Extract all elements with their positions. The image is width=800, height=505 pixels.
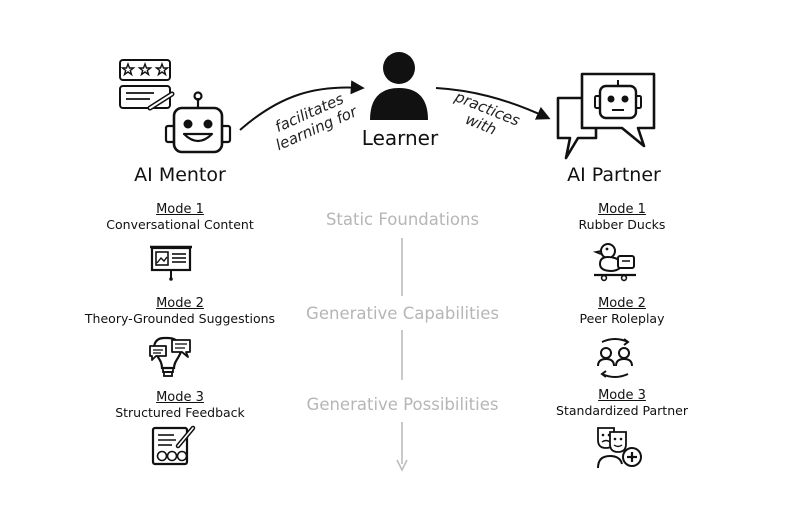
lightbulb-chat-icon <box>149 336 191 377</box>
ai-mentor-icon <box>119 59 232 154</box>
partner-mode-2: Mode 2 Peer Roleplay <box>512 296 732 326</box>
partner-mode-1: Mode 1 Rubber Ducks <box>512 202 732 232</box>
partner-mode-3-name: Standardized Partner <box>556 403 688 418</box>
partner-mode-1-label: Mode 1 <box>598 202 646 217</box>
mentor-mode-1-label: Mode 1 <box>156 202 204 217</box>
practices-arrow <box>435 87 551 120</box>
mentor-mode-2-label: Mode 2 <box>156 296 204 311</box>
mentor-mode-1-name: Conversational Content <box>106 217 254 232</box>
feedback-form-icon <box>151 425 196 466</box>
ai-mentor-title: AI Mentor <box>134 164 226 186</box>
theater-masks-icon <box>597 427 642 469</box>
partner-mode-2-label: Mode 2 <box>598 296 646 311</box>
partner-mode-2-name: Peer Roleplay <box>579 311 665 326</box>
mentor-mode-3-label: Mode 3 <box>156 390 204 405</box>
mentor-mode-2-name: Theory-Grounded Suggestions <box>84 311 276 326</box>
facilitates-arrow <box>239 80 365 131</box>
progression-axis <box>396 238 408 472</box>
ai-partner-icon <box>556 72 656 160</box>
rubber-duck-icon <box>592 243 636 282</box>
partner-mode-3-label: Mode 3 <box>598 388 646 403</box>
partner-mode-1-name: Rubber Ducks <box>578 217 666 232</box>
stage-generative-possibilities: Generative Possibilities <box>306 395 499 414</box>
learner-person-icon <box>370 52 428 120</box>
ai-partner-title: AI Partner <box>567 164 661 186</box>
partner-mode-3: Mode 3 Standardized Partner <box>512 388 732 418</box>
learner-title: Learner <box>361 126 439 150</box>
relationship-arrows <box>239 80 551 131</box>
mentor-mode-1: Mode 1 Conversational Content <box>60 202 300 232</box>
mentor-mode-3-name: Structured Feedback <box>115 405 245 420</box>
presentation-board-icon <box>150 245 192 281</box>
mentor-mode-3: Mode 3 Structured Feedback <box>60 390 300 420</box>
stage-generative-capabilities: Generative Capabilities <box>306 304 499 323</box>
stage-static-foundations: Static Foundations <box>325 210 480 229</box>
mentor-mode-2: Mode 2 Theory-Grounded Suggestions <box>60 296 300 326</box>
peer-roleplay-icon <box>597 338 633 378</box>
